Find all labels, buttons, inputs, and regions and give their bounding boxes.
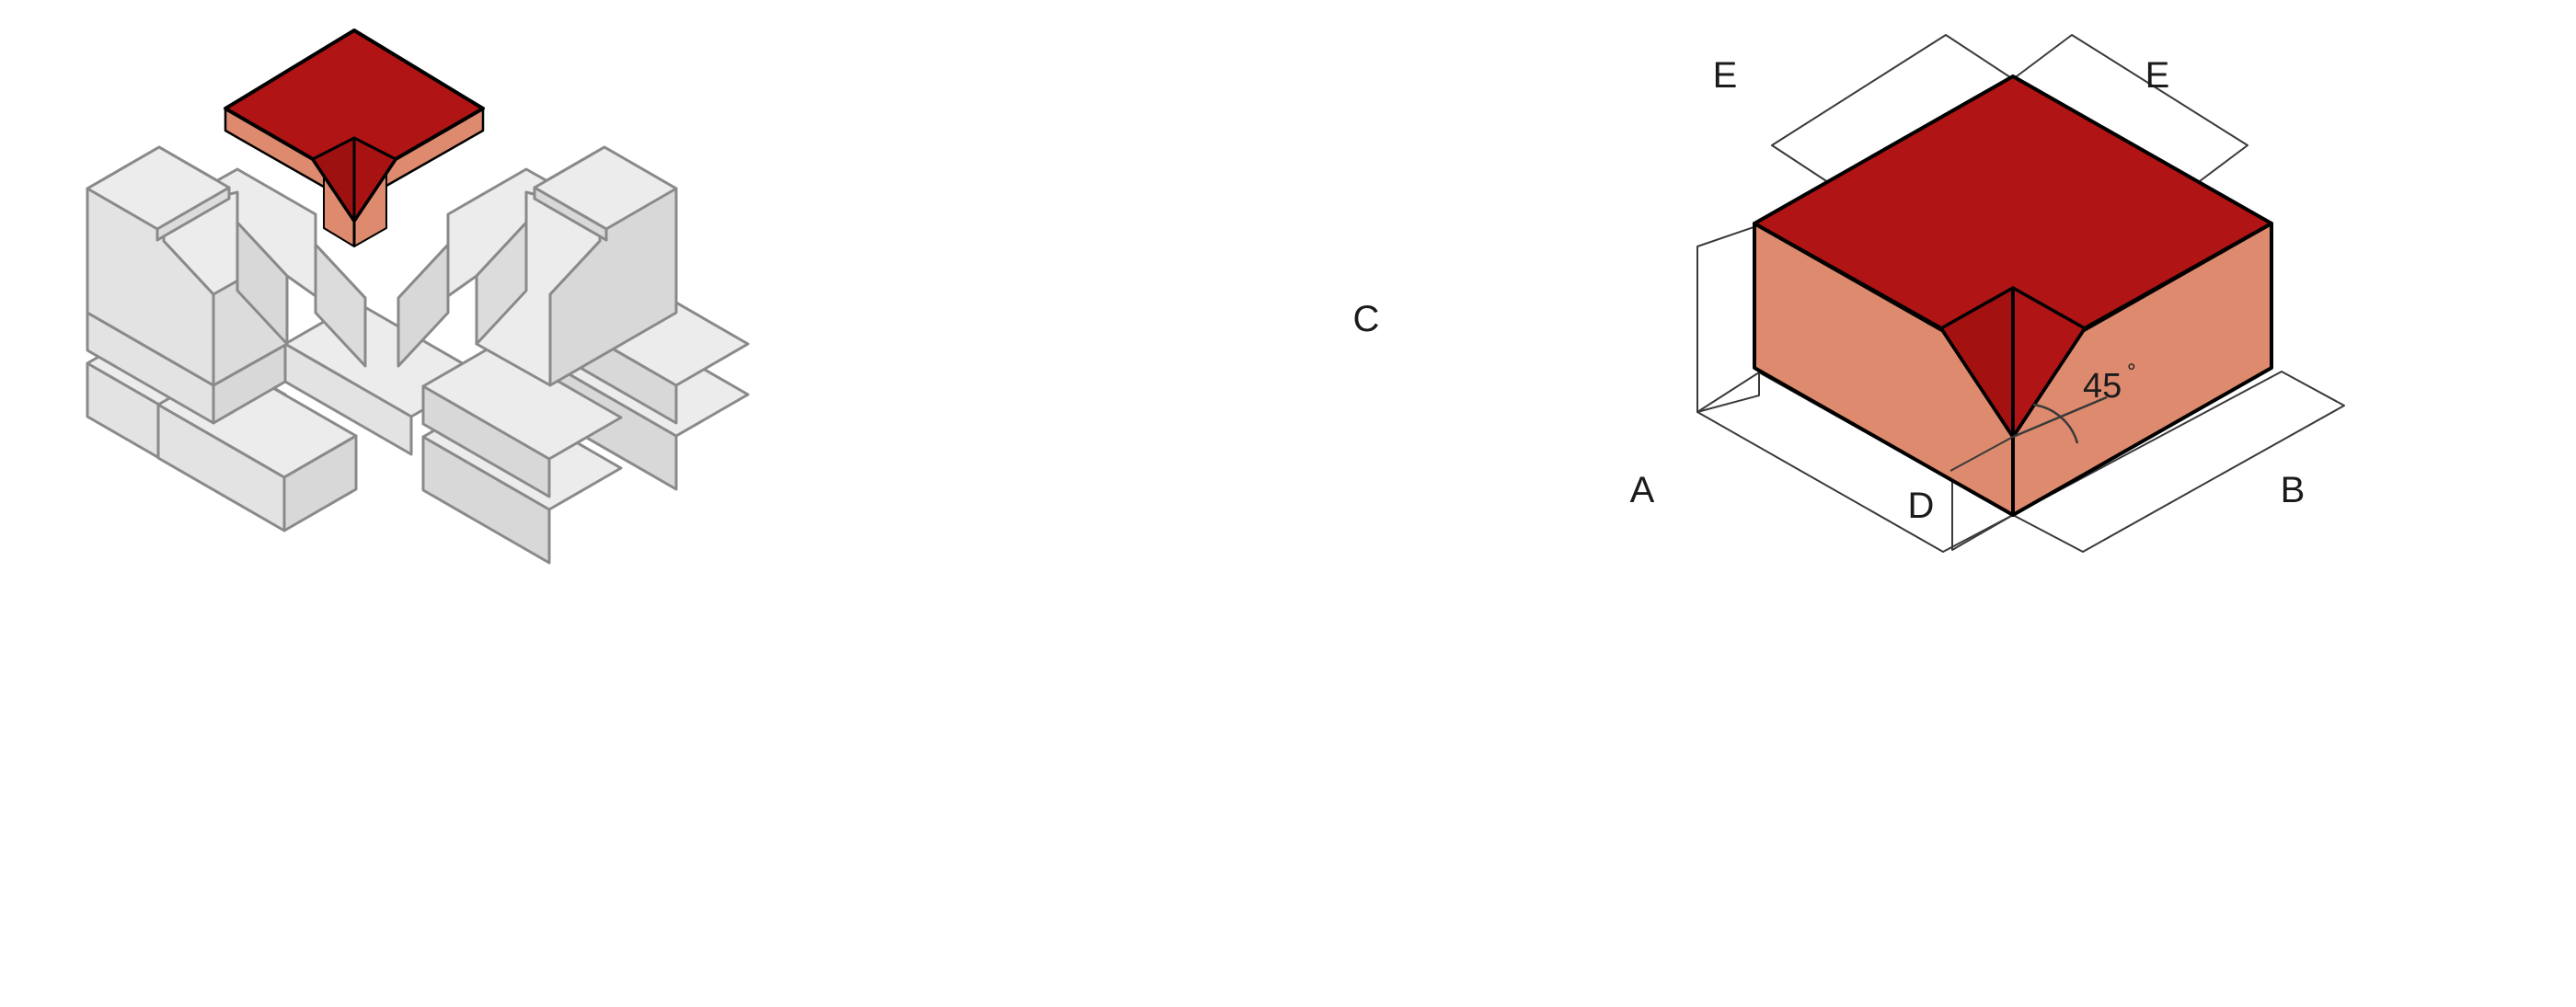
brick-course-top [86, 145, 678, 242]
brick [421, 343, 623, 461]
highlighted-corner-block [224, 29, 485, 247]
right-panel-dimensioned-block: A B C D E E 45 ° [1353, 34, 2345, 553]
dimension-label-e-right: E [2145, 55, 2170, 96]
dimension-label-b: B [2281, 470, 2306, 510]
dimension-label-e-left: E [1713, 55, 1738, 96]
brick [155, 186, 231, 242]
dimension-labels: A B C D E E 45 ° [1353, 55, 2306, 526]
dimension-frame-c [1696, 224, 1760, 413]
angle-leader-line [2012, 395, 2108, 439]
dimension-label-a: A [1630, 470, 1655, 510]
degree-symbol: ° [2127, 360, 2136, 384]
brick [397, 243, 450, 368]
dimension-label-d: D [1908, 486, 1935, 526]
block-solid [1753, 74, 2273, 517]
dimension-label-c: C [1353, 299, 1380, 339]
brick [314, 243, 367, 368]
chamfered-brick [236, 221, 289, 346]
brick [283, 342, 413, 456]
angle-value-label: 45 [2083, 367, 2122, 406]
block-base-helper-edge [1949, 436, 2014, 472]
brick [282, 434, 358, 532]
brick [533, 186, 608, 242]
dimension-frame-b [2012, 371, 2345, 553]
left-panel-brick-assembly [86, 29, 750, 565]
brick-course-3-chamfered [86, 145, 678, 387]
angle-annotation [2012, 395, 2108, 444]
chamfered-brick [475, 221, 528, 346]
